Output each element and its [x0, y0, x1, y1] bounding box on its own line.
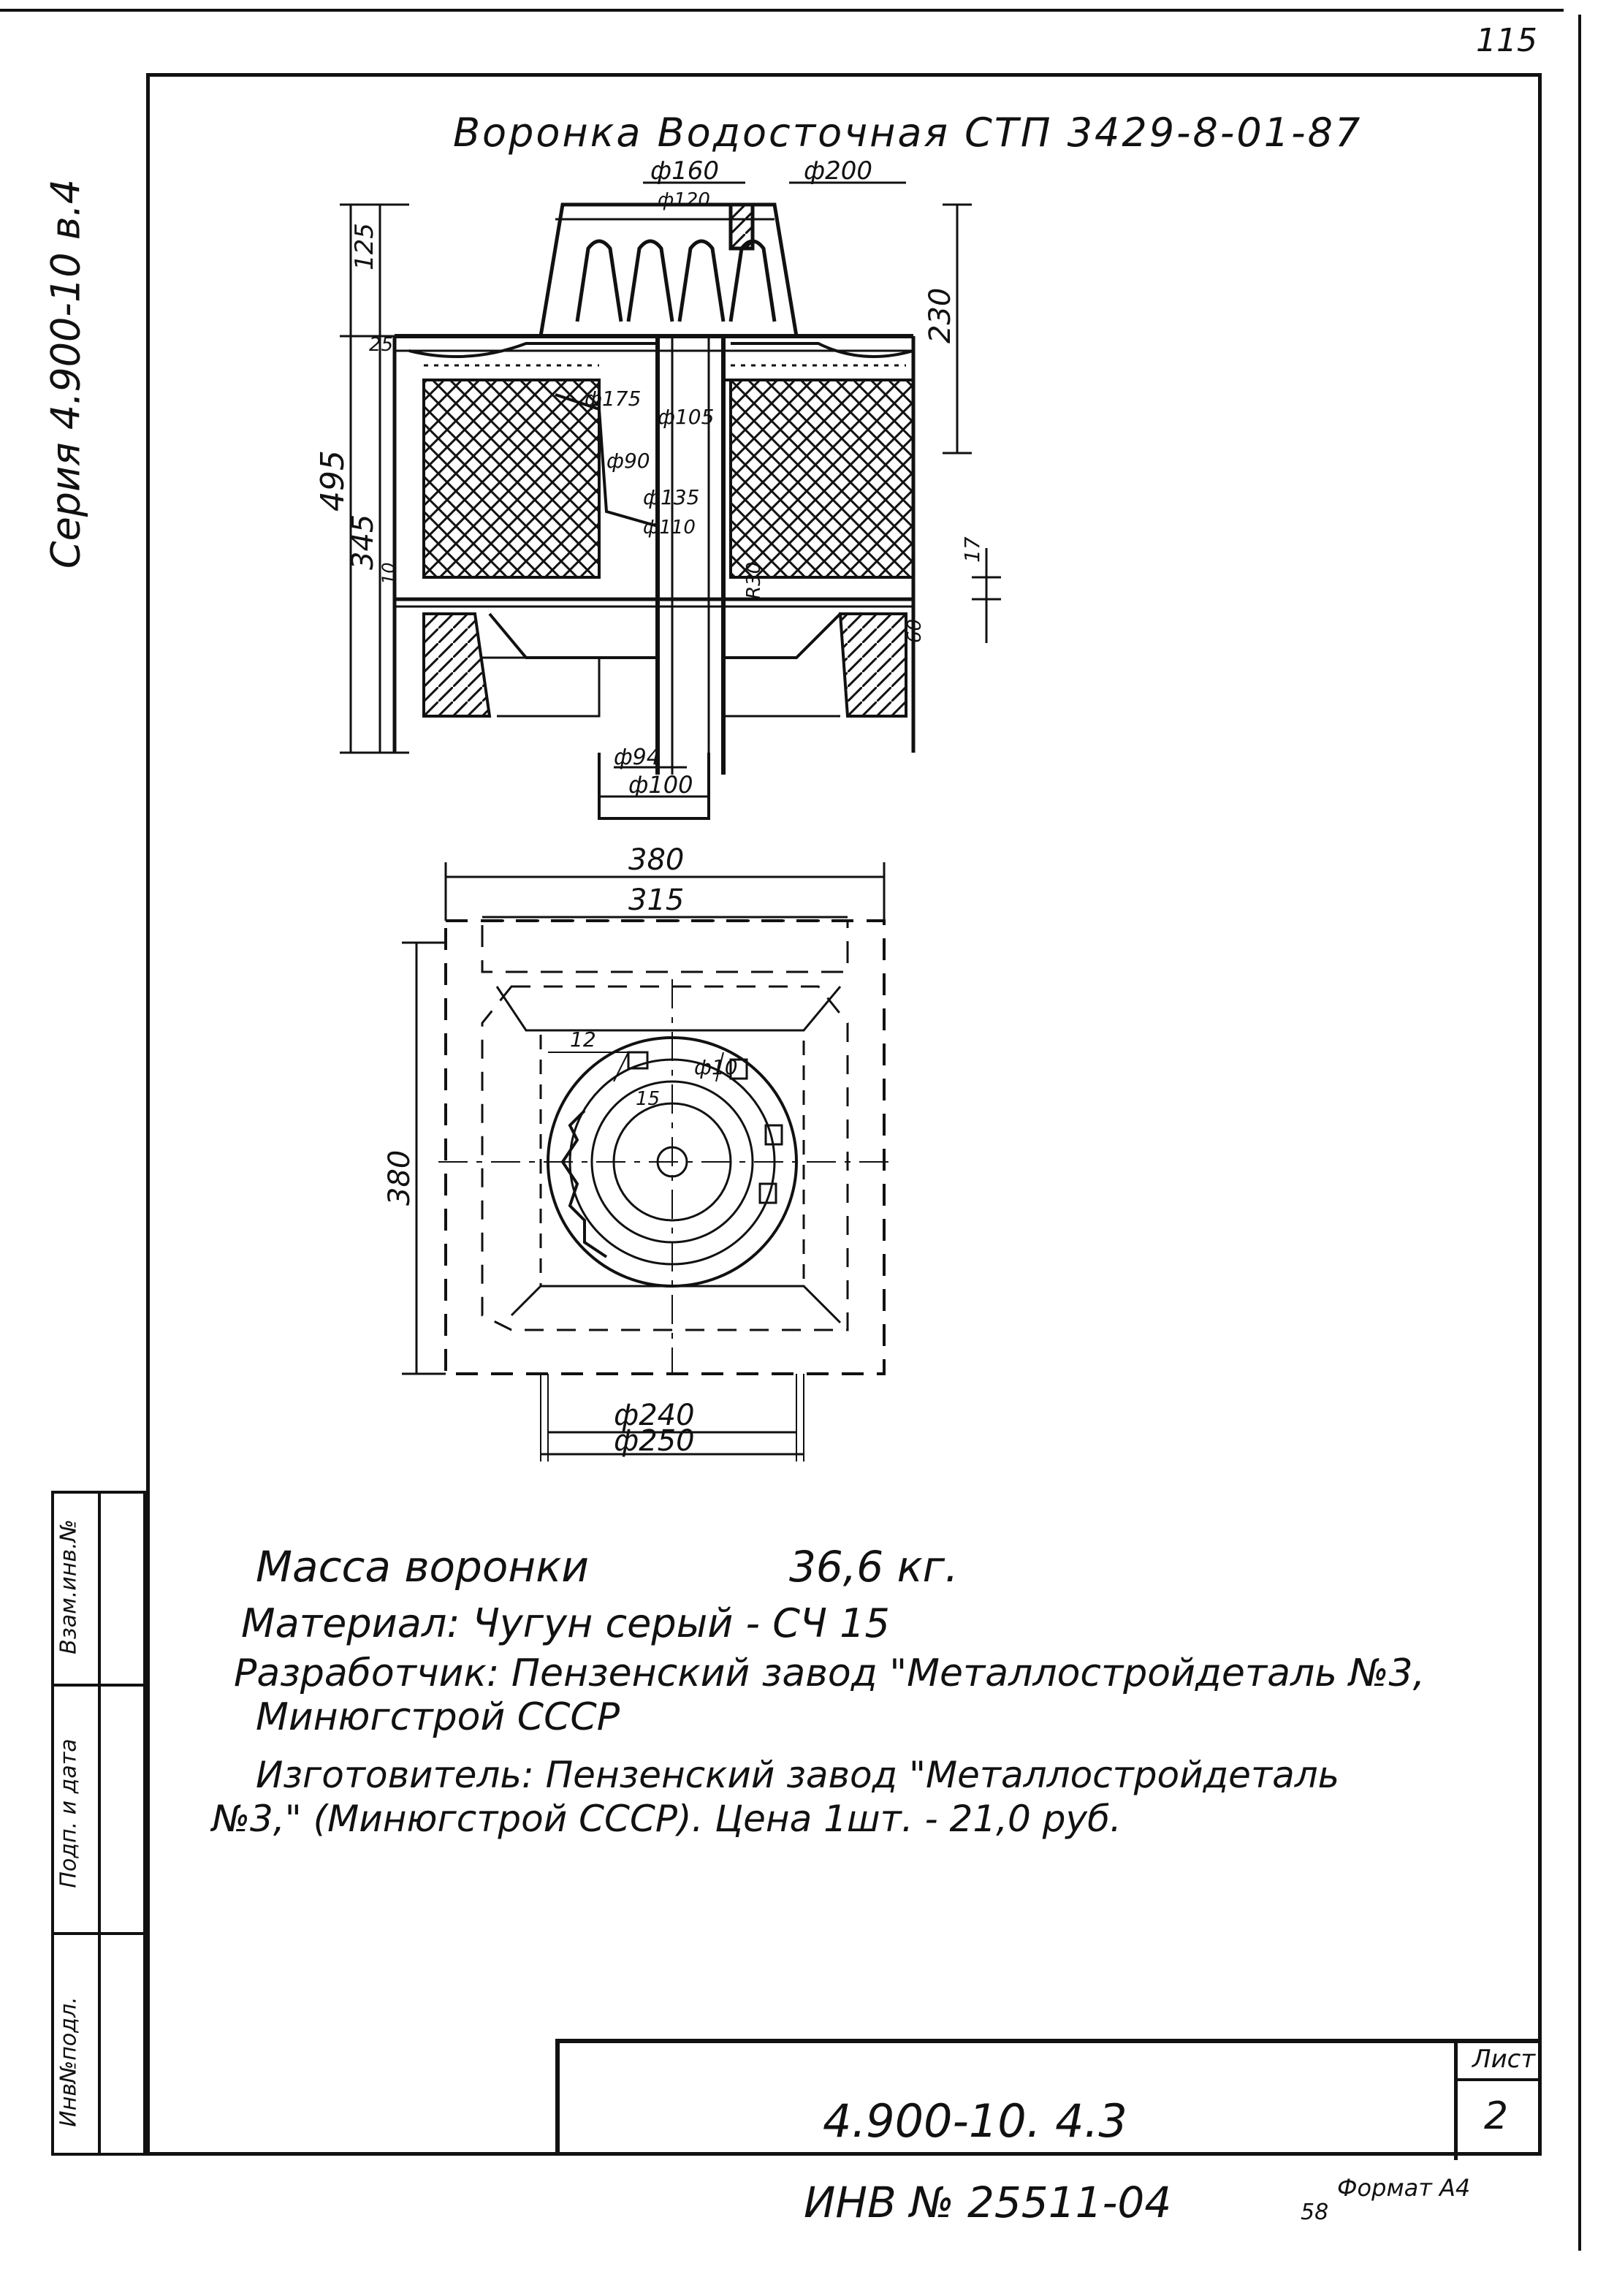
dim-d200: ф200	[804, 156, 872, 186]
page-number: 115	[1476, 22, 1537, 59]
dim-w380: 380	[628, 843, 684, 877]
dim-d175: ф175	[585, 387, 641, 411]
drawing-frame	[146, 73, 1542, 2156]
drawing-title: Воронка Водосточная СТП 3429-8-01-87	[453, 110, 1363, 156]
side-label-replace: Взам.инв.№	[56, 1519, 82, 1654]
format-label: Формат А4	[1337, 2174, 1471, 2202]
dim-h17: 17	[960, 536, 984, 563]
section-dim-labels: ф160 ф120 ф200 125 25 230 495 345 10 17 …	[314, 156, 984, 799]
dim-n12: 12	[570, 1027, 596, 1052]
dim-d90: ф90	[606, 449, 650, 473]
dim-h495: 495	[314, 450, 351, 512]
material-note: Материал: Чугун серый - СЧ 15	[241, 1600, 890, 1646]
dim-d120: ф120	[658, 189, 710, 211]
mass-label: Масса воронки	[256, 1542, 589, 1592]
dim-w315: 315	[628, 883, 684, 917]
side-strip-row-2	[54, 1932, 143, 1935]
dim-d160: ф160	[650, 156, 719, 186]
side-strip-divider	[98, 1494, 101, 2153]
dim-h10: 10	[378, 562, 399, 585]
title-block: 4.900-10. 4.3 Лист 2	[555, 2039, 1542, 2160]
dim-d94: ф94	[614, 745, 661, 770]
side-label-inv: Инв№подл.	[56, 1996, 82, 2127]
section-view	[340, 181, 1001, 820]
side-label-sign: Подп. и дата	[56, 1738, 82, 1888]
developer-note-1: Разработчик: Пензенский завод "Металлост…	[234, 1651, 1426, 1695]
dim-d10: ф10	[694, 1055, 738, 1079]
inventory-number: ИНВ № 25511-04	[804, 2178, 1172, 2227]
sheet-cell: Лист 2	[1454, 2043, 1542, 2160]
developer-note-2: Минюгстрой СССР	[256, 1695, 620, 1739]
dim-d105: ф105	[658, 405, 714, 429]
dim-h60: 60	[904, 619, 926, 643]
dim-h380-plan: 380	[383, 1150, 416, 1206]
doc-code: 4.900-10. 4.3	[823, 2094, 1127, 2148]
dim-d135: ф135	[643, 485, 699, 509]
side-strip-row-1	[54, 1684, 143, 1687]
dim-d100: ф100	[628, 771, 693, 799]
dim-d250: ф250	[614, 1424, 695, 1458]
dim-h125: 125	[350, 223, 379, 270]
dim-h230: 230	[924, 288, 957, 343]
dim-d110: ф110	[643, 517, 696, 539]
dim-r30: R30	[743, 562, 765, 599]
maker-note-1: Изготовитель: Пензенский завод "Металлос…	[256, 1754, 1340, 1796]
sheet-divider	[1458, 2078, 1542, 2081]
sheet-number: 2	[1484, 2094, 1509, 2138]
dim-h25: 25	[369, 334, 393, 356]
dim-d240: ф240	[614, 1399, 695, 1432]
plan-dim-labels: 380 315 380 ф240 ф250 12 15 ф10	[383, 843, 738, 1458]
mass-value: 36,6 кг.	[789, 1542, 959, 1592]
maker-note-2: №3," (Минюгстрой СССР). Цена 1шт. - 21,0…	[212, 1798, 1122, 1840]
dim-h345: 345	[346, 514, 380, 570]
plan-view	[402, 862, 891, 1461]
footer-number: 58	[1301, 2200, 1329, 2225]
top-rule	[0, 9, 1564, 12]
side-stamp-strip: Инв№подл. Подп. и дата Взам.инв.№	[51, 1491, 146, 2156]
dim-n15: 15	[636, 1088, 660, 1110]
sheet-label: Лист	[1472, 2045, 1536, 2074]
right-rule	[1578, 15, 1581, 2251]
